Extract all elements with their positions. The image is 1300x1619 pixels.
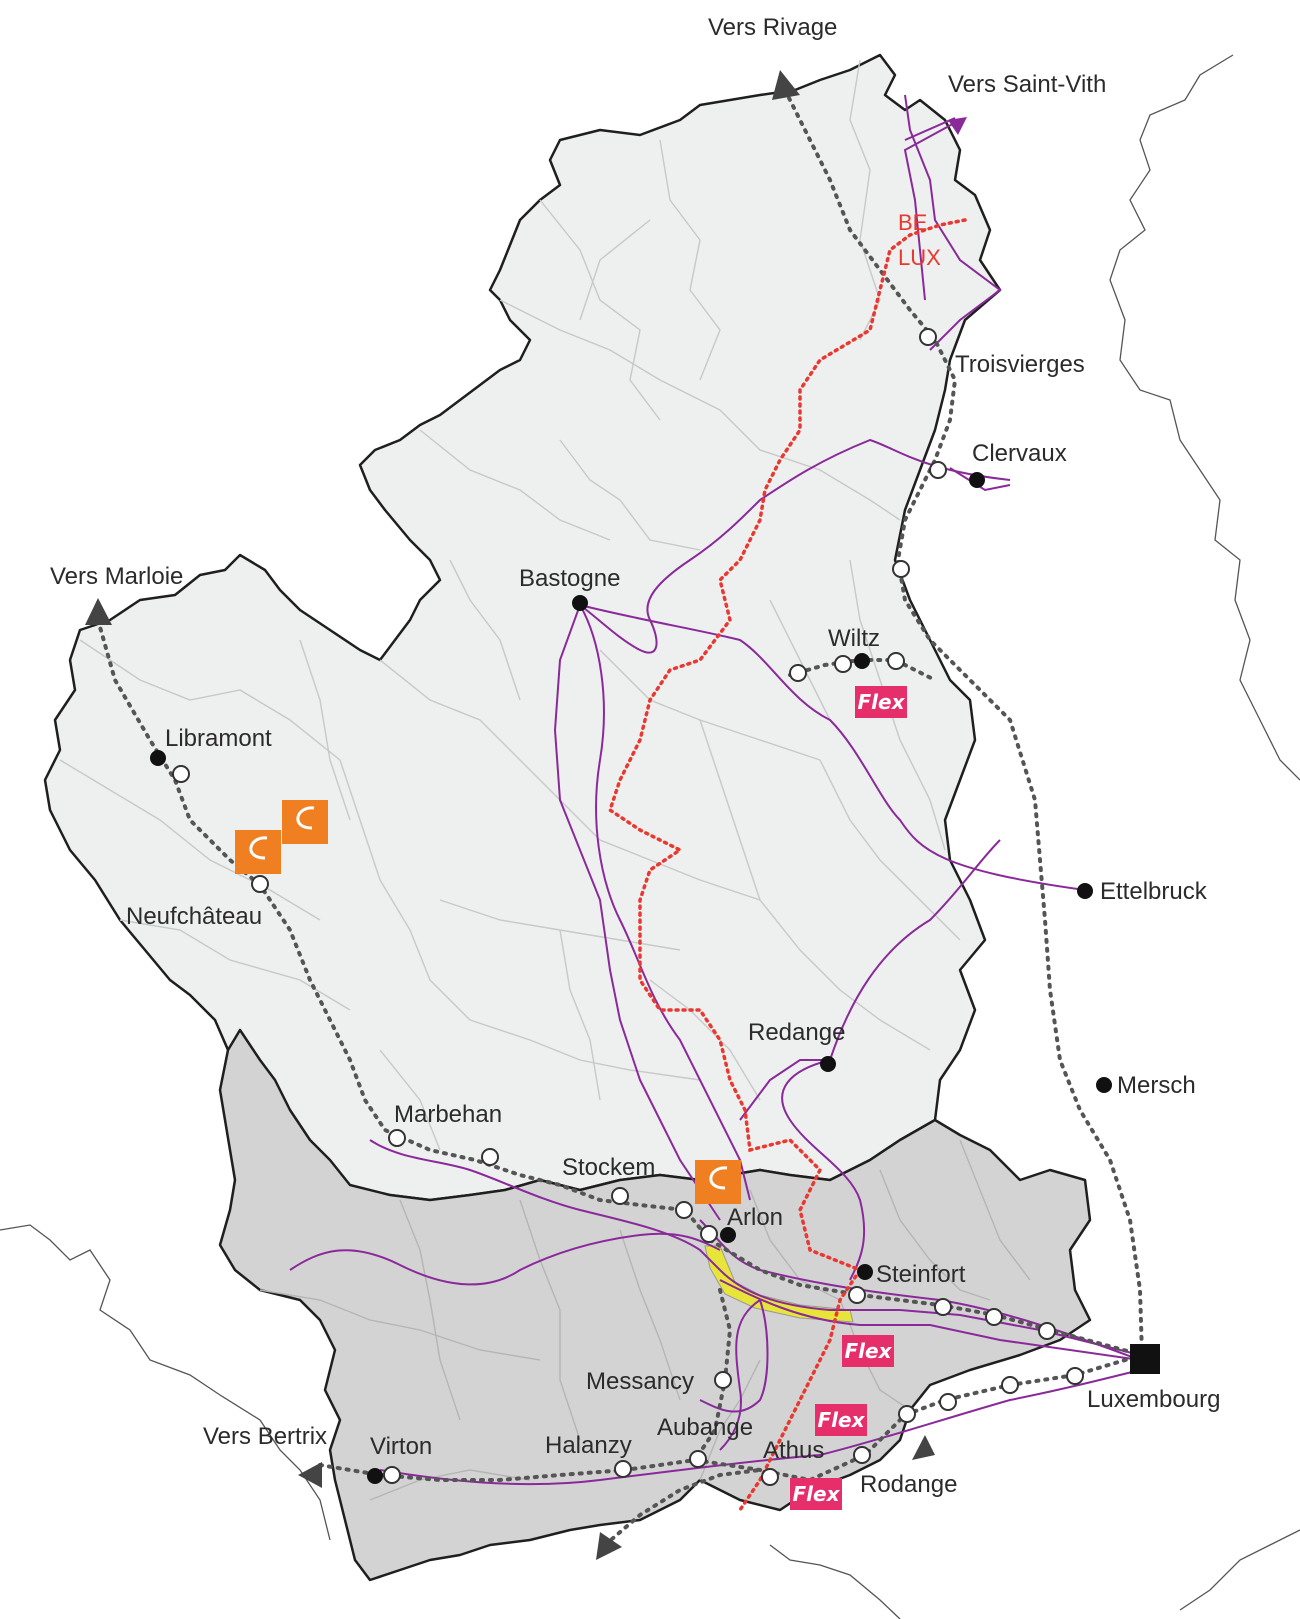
station-label-marbehan: Marbehan [394,1101,502,1128]
station-label-rodange: Rodange [860,1471,957,1498]
station-label-athus: Athus [763,1437,824,1464]
cross-border-label-lux: LUX [898,245,941,270]
park-and-ride-badges [235,800,741,1204]
major-stations [150,472,1160,1484]
station-label-stockem: Stockem [562,1154,655,1181]
flex-badge-icon: Flex [842,1335,894,1367]
flex-label: Flex [793,1482,841,1506]
arrow-rivage-icon [772,70,800,100]
cross-border-label-be: BE [898,210,927,235]
station-label-messancy: Messancy [586,1368,694,1395]
flex-badge-icon: Flex [815,1404,867,1436]
map-labels: Vers Rivage Vers Saint-Vith Vers Marloie… [50,14,1220,1498]
station-label-libramont: Libramont [165,725,272,752]
station-label-luxembourg: Luxembourg [1087,1386,1220,1413]
station-label-bastogne: Bastogne [519,565,620,592]
flex-label: Flex [818,1408,866,1432]
direction-label-saint-vith: Vers Saint-Vith [948,71,1106,98]
direction-label-rivage: Vers Rivage [708,14,837,41]
station-label-arlon: Arlon [727,1204,783,1231]
station-label-halanzy: Halanzy [545,1432,632,1459]
south-region [218,1028,1092,1582]
direction-arrow-icon [85,70,935,1560]
neighbour-borders [0,54,1300,1619]
station-label-wiltz: Wiltz [828,625,880,652]
station-label-steinfort: Steinfort [876,1261,966,1288]
minor-stations [172,328,1084,1486]
flex-badge-icon: Flex [790,1478,842,1510]
station-label-virton: Virton [370,1433,432,1460]
flex-badge-icon: Flex [855,686,907,718]
park-and-ride-icon [235,830,281,874]
arrow-marloie-icon [85,598,112,625]
station-label-clervaux: Clervaux [972,440,1067,467]
belgium-region [43,53,1002,1202]
park-and-ride-icon [695,1160,741,1204]
station-label-ettelbruck: Ettelbruck [1100,878,1208,905]
direction-label-bertrix: Vers Bertrix [203,1423,327,1450]
station-label-mersch: Mersch [1117,1072,1196,1099]
station-label-redange: Redange [748,1019,845,1046]
station-label-neufchateau: Neufchâteau [126,903,262,930]
station-label-troisvierges: Troisvierges [955,351,1085,378]
arrow-saint-vith-icon [948,117,967,135]
arrow-bertrix-icon [298,1462,322,1488]
flex-label: Flex [858,690,906,714]
cross-border-line [607,218,967,1512]
park-and-ride-icon [282,800,328,844]
flex-badges: Flex Flex Flex Flex [790,686,907,1510]
luxembourg-station-square [1130,1344,1160,1374]
arrow-rodange-icon [912,1435,935,1460]
flex-label: Flex [845,1339,893,1363]
station-label-aubange: Aubange [657,1414,753,1441]
direction-label-marloie: Vers Marloie [50,563,183,590]
arrow-south-icon [596,1532,622,1560]
